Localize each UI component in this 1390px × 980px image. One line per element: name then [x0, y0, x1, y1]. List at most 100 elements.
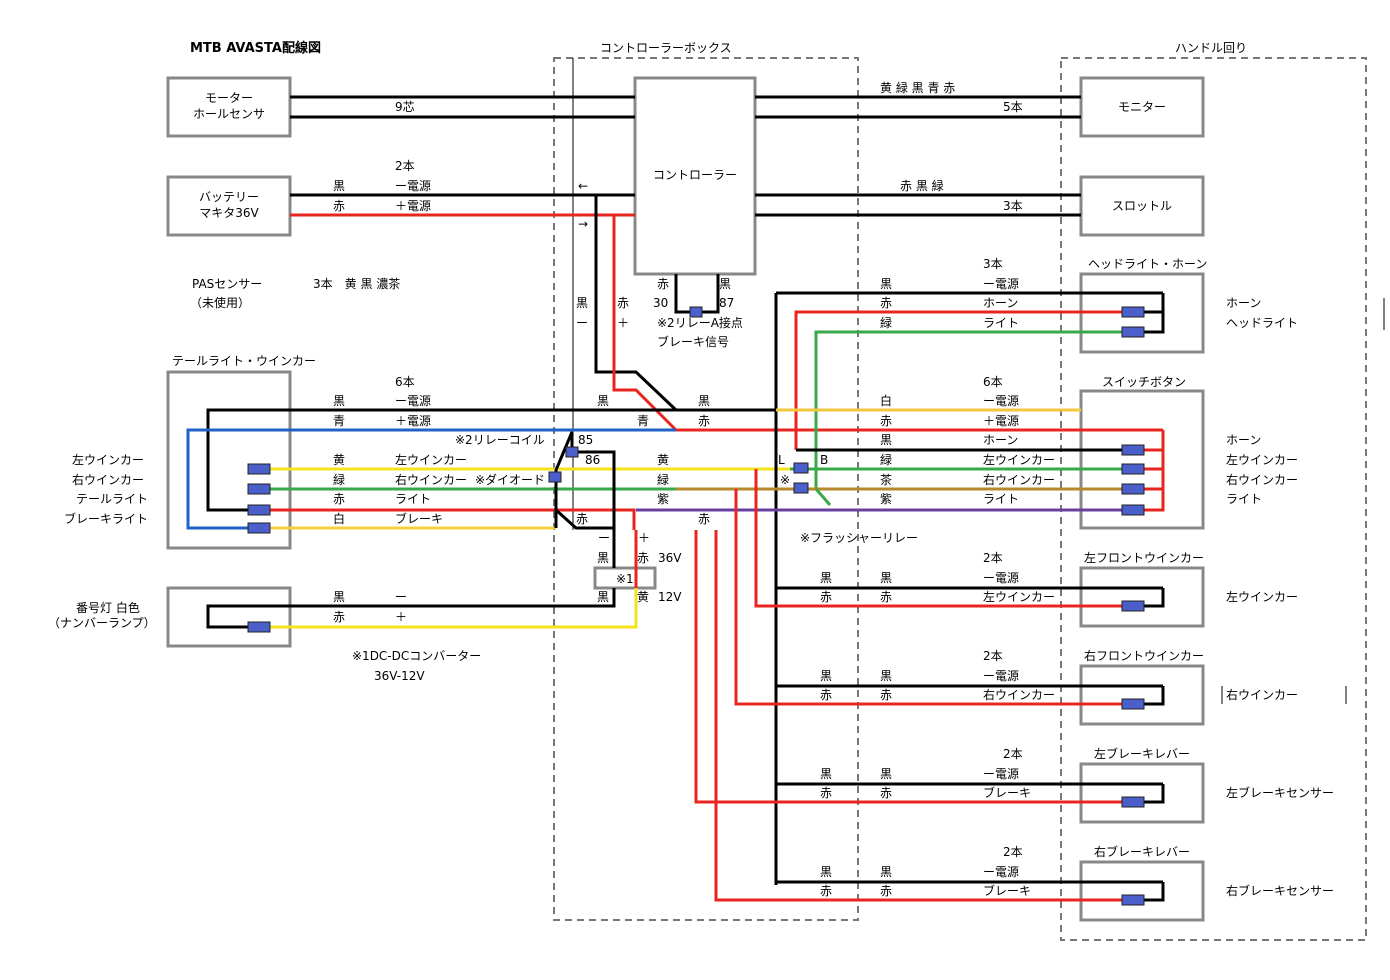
connector [1121, 504, 1145, 516]
flasher-L: L [778, 453, 785, 467]
relay-red: 赤 [657, 277, 669, 291]
lf-red2: 赤 [880, 590, 892, 604]
sw-left: 左ウインカー [983, 452, 1055, 467]
hl-light: ライト [983, 316, 1019, 330]
controller-label: コントローラー [653, 168, 737, 182]
tail-brake: ブレーキ [395, 511, 443, 526]
tail-l-brake: ブレーキライト [64, 511, 148, 526]
flasher-B: B [820, 453, 828, 467]
rb-sensor: 右ブレーキセンサー [1226, 883, 1334, 898]
pas-wires: 3本 黄 黒 濃茶 [313, 276, 400, 291]
lb-sensor: 左ブレーキセンサー [1226, 785, 1334, 800]
connector [247, 463, 271, 475]
lf-minus: ー電源 [983, 571, 1019, 585]
connector [247, 522, 271, 534]
rf-right: 右ウインカー [983, 687, 1055, 702]
conv-black2: 黒 [597, 590, 609, 604]
tail-l-tail: テールライト [76, 492, 148, 506]
tail-blue: 青 [333, 414, 345, 428]
plate-black: 黒 [333, 590, 345, 604]
conv-36v: 36V [658, 551, 682, 565]
connector [1121, 483, 1145, 495]
handle-label: ハンドル回り [1175, 41, 1247, 55]
plate-minus: ー [395, 590, 407, 604]
coil-86: 86 [585, 453, 600, 467]
right-brake-label: 右ブレーキレバー [1094, 844, 1190, 859]
relay-30: 30 [653, 296, 668, 310]
rf-minus: ー電源 [983, 669, 1019, 683]
conv-yellow: 黄 [637, 590, 649, 604]
hl-horn: ホーン [983, 296, 1018, 310]
relay-a-label: ※2リレーA接点 [657, 315, 743, 330]
tail-plus: ＋電源 [395, 414, 431, 428]
throttle-label: スロットル [1112, 199, 1172, 213]
conv-black: 黒 [597, 551, 609, 565]
conv-red: 赤 [637, 551, 649, 565]
plate-lamp-label2: （ナンバーランプ） [48, 616, 156, 630]
connector [1121, 698, 1145, 710]
rf-red2: 赤 [880, 688, 892, 702]
lb-red2: 赤 [880, 786, 892, 800]
dcdc-converter-box [593, 566, 657, 590]
lb-count: 2本 [1003, 747, 1023, 761]
battery-plus: ＋電源 [395, 199, 431, 213]
battery-box [166, 175, 292, 237]
tail-count: 6本 [395, 375, 415, 389]
throttle-colors: 赤 黒 緑 [900, 178, 944, 193]
lf-left: 左ウインカー [983, 589, 1055, 604]
monitor-label: モニター [1118, 100, 1166, 114]
mid-red2: 赤 [576, 512, 588, 526]
sw-minus: ー電源 [983, 394, 1019, 408]
sw-plus: ＋電源 [983, 414, 1019, 428]
pas-unused: （未使用） [190, 295, 250, 310]
right-front-label: 右フロントウインカー [1084, 648, 1204, 663]
lf-black: 黒 [820, 571, 832, 585]
sw-r-right: 右ウインカー [1226, 472, 1298, 487]
tail-white: 白 [333, 511, 345, 526]
sw-green: 緑 [880, 452, 892, 467]
sw-brown: 茶 [880, 472, 892, 487]
converter-volt: 36V-12V [374, 669, 425, 683]
handle-region [1060, 57, 1367, 941]
connector [1121, 306, 1145, 318]
battery-label-1: バッテリー [199, 190, 259, 204]
arrow-left: ← [578, 179, 588, 193]
sw-r-left: 左ウインカー [1226, 452, 1298, 467]
tail-box [166, 370, 292, 550]
left-brake-label: 左ブレーキレバー [1094, 746, 1190, 761]
flasher-mark: ※ [780, 473, 790, 487]
rf-count: 2本 [983, 649, 1003, 663]
rb-black2: 黒 [880, 865, 892, 879]
diagram-title: MTB AVASTA配線図 [190, 40, 321, 56]
battery-black: 黒 [333, 179, 345, 193]
rb-count: 2本 [1003, 845, 1023, 859]
motor-box [166, 76, 292, 138]
left-brake-box [1079, 762, 1205, 824]
tail-left: 左ウインカー [395, 452, 467, 467]
rf-black2: 黒 [880, 669, 892, 683]
lf-count: 2本 [983, 551, 1003, 565]
hl-green: 緑 [880, 315, 892, 330]
mid-black2: 黒 [698, 394, 710, 408]
left-front-box [1079, 566, 1205, 628]
sw-purple: 紫 [880, 492, 892, 506]
relay-coil-terminal [565, 446, 579, 458]
throttle-box [1079, 175, 1205, 237]
conv-plus: ＋ [638, 531, 650, 545]
relay-black: 黒 [719, 277, 731, 291]
conv-mark: ※1 [616, 572, 634, 586]
battery-count: 2本 [395, 159, 415, 173]
right-front-box [1079, 664, 1205, 726]
tail-right: 右ウインカー [395, 472, 467, 487]
headlight-label: ヘッドライト・ホーン [1088, 257, 1207, 271]
tail-red: 赤 [333, 492, 345, 506]
flasher-terminal [793, 462, 809, 474]
tail-black: 黒 [333, 394, 345, 408]
sw-horn: ホーン [983, 433, 1018, 447]
rb-minus: ー電源 [983, 865, 1019, 879]
plate-red: 赤 [333, 610, 345, 624]
hl-right-headlight: ヘッドライト [1226, 316, 1298, 330]
sw-right: 右ウインカー [983, 472, 1055, 487]
mid-yellow: 黄 [657, 453, 669, 467]
